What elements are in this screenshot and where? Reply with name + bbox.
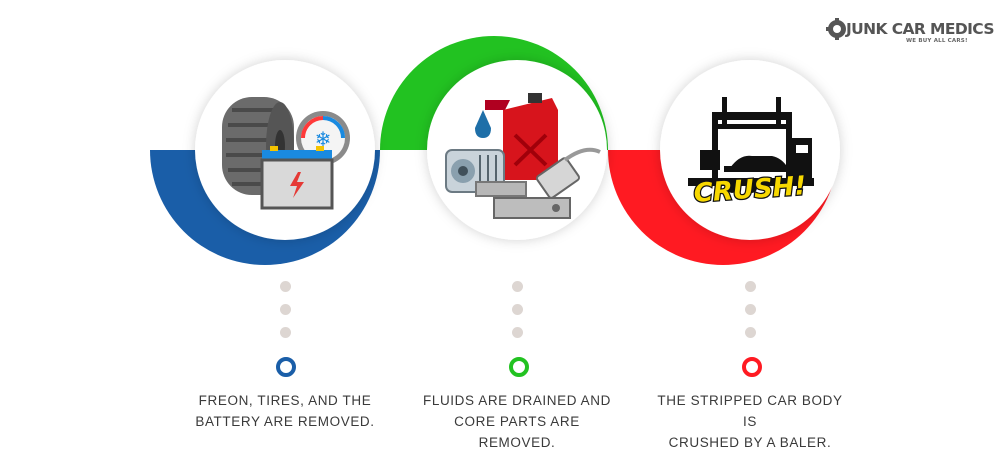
connector-dot: [512, 327, 523, 338]
logo-gear-icon: [826, 18, 846, 40]
connector-dot: [512, 304, 523, 315]
connector-dot: [280, 281, 291, 292]
step-1-line-1: FREON, TIRES, AND THE: [198, 393, 372, 408]
brand-logo[interactable]: JUNK CAR MEDICS WE BUY ALL CARS!: [826, 18, 995, 52]
svg-text:❄: ❄: [315, 127, 332, 151]
step-3-marker: [742, 357, 762, 377]
connector-dot: [280, 304, 291, 315]
connector-dot: [512, 281, 523, 292]
step-2-line-3: REMOVED.: [478, 435, 556, 450]
step-2-line-1: FLUIDS ARE DRAINED AND: [423, 393, 611, 408]
logo-tagline: WE BUY ALL CARS!: [906, 38, 968, 44]
tire-battery-icon: ❄: [222, 97, 350, 210]
connector-dot: [280, 327, 291, 338]
logo-title: JUNK CAR MEDICS: [846, 20, 995, 38]
step-1-text: FREON, TIRES, AND THE BATTERY ARE REMOVE…: [185, 390, 385, 432]
step-3-line-2: CRUSHED BY A BALER.: [668, 435, 832, 450]
car-crusher-icon: [688, 97, 814, 193]
step-3-line-1: THE STRIPPED CAR BODY IS: [657, 393, 843, 429]
connector-dot: [745, 281, 756, 292]
connector-dot: [745, 327, 756, 338]
step-2-line-2: CORE PARTS ARE: [454, 414, 580, 429]
circle-step-3: [660, 60, 840, 240]
connector-dot: [745, 304, 756, 315]
step-1-line-2: BATTERY ARE REMOVED.: [195, 414, 375, 429]
step-1-marker: [276, 357, 296, 377]
step-3-text: THE STRIPPED CAR BODY IS CRUSHED BY A BA…: [650, 390, 850, 453]
step-2-marker: [509, 357, 529, 377]
step-2-text: FLUIDS ARE DRAINED AND CORE PARTS ARE RE…: [417, 390, 617, 453]
fuel-can-parts-icon: [445, 93, 601, 219]
